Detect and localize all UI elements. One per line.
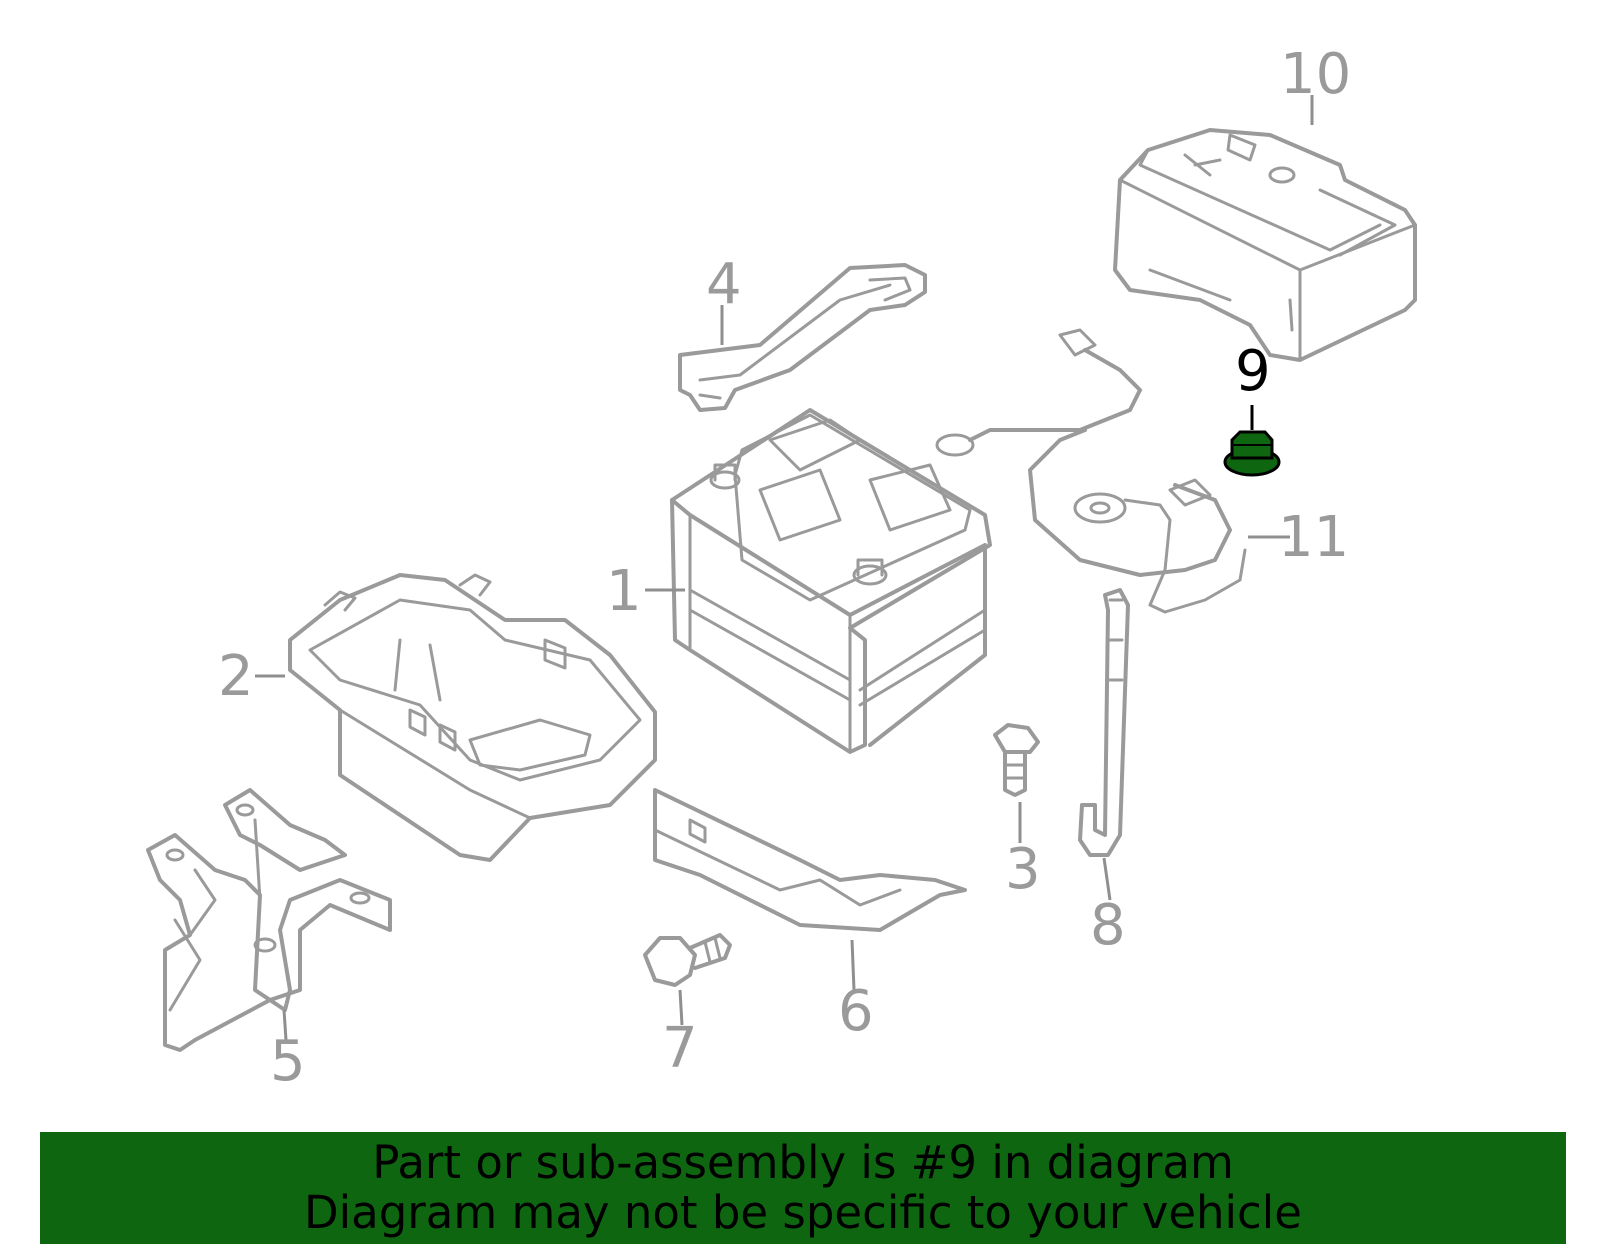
- callout-11: 11: [1278, 505, 1349, 570]
- callout-9: 9: [1235, 339, 1271, 404]
- callout-10: 10: [1280, 42, 1351, 107]
- callout-1: 1: [606, 559, 642, 624]
- callout-lines: [255, 95, 1314, 1041]
- part-7-bolt: [643, 933, 732, 987]
- callout-7: 7: [662, 1016, 698, 1081]
- callout-2: 2: [218, 644, 254, 709]
- callout-4: 4: [706, 252, 742, 317]
- part-3-bolt: [993, 723, 1040, 797]
- part-1-battery: [670, 408, 992, 754]
- callout-5: 5: [270, 1029, 306, 1094]
- banner-line-2: Diagram may not be specific to your vehi…: [304, 1186, 1302, 1239]
- callout-8: 8: [1090, 893, 1126, 958]
- part-6-support-plate: [653, 788, 967, 932]
- banner-line-1: Part or sub-assembly is #9 in diagram: [372, 1136, 1234, 1189]
- callout-3: 3: [1005, 837, 1041, 902]
- part-2-battery-tray: [288, 573, 657, 862]
- callout-labels: 10 4 1 2 3 8 5 6 7 11 9: [218, 42, 1351, 1094]
- info-banner: Part or sub-assembly is #9 in diagram Di…: [40, 1132, 1566, 1244]
- part-4-hold-down-strap: [678, 263, 927, 412]
- part-10-battery-cover: [1113, 128, 1417, 362]
- part-11-cable: [935, 328, 1247, 614]
- part-5-bracket: [146, 788, 392, 1052]
- callout-6: 6: [838, 979, 874, 1044]
- part-9-nut: [1223, 430, 1281, 477]
- part-8-j-bolt: [1078, 588, 1130, 857]
